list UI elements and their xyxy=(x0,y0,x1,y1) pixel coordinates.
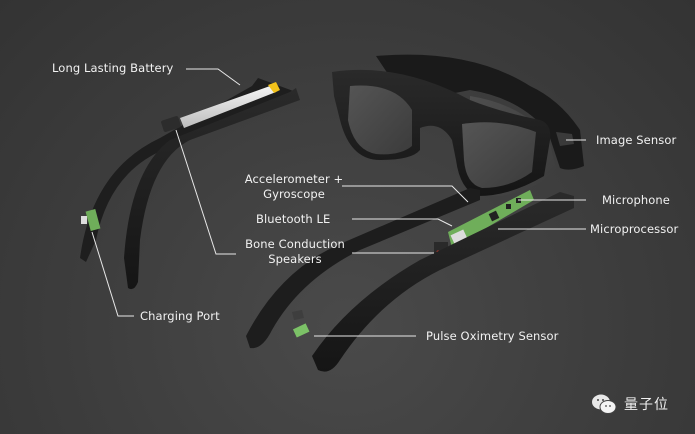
label-bone-line2: Speakers xyxy=(268,252,322,266)
label-accelerometer-line1: Accelerometer + xyxy=(244,172,344,186)
label-accelerometer-line2: Gyroscope xyxy=(263,187,325,201)
battery xyxy=(161,82,280,132)
leader-battery xyxy=(186,68,241,86)
right-temple-outer xyxy=(312,192,574,372)
label-charging-port: Charging Port xyxy=(140,309,220,323)
label-accelerometer: Accelerometer + Gyroscope xyxy=(244,172,344,202)
watermark: 量子位 xyxy=(590,392,669,416)
front-frame xyxy=(332,69,574,196)
left-temple-outer xyxy=(124,88,300,290)
label-bone-conduction: Bone Conduction Speakers xyxy=(240,237,350,267)
label-bluetooth: Bluetooth LE xyxy=(256,212,331,226)
watermark-text: 量子位 xyxy=(624,397,669,413)
label-bone-line1: Bone Conduction xyxy=(245,237,345,251)
label-microphone: Microphone xyxy=(602,193,670,207)
label-microprocessor: Microprocessor xyxy=(590,222,679,236)
label-image-sensor: Image Sensor xyxy=(596,133,677,147)
leader-charging xyxy=(91,231,134,317)
charging-port xyxy=(81,209,101,231)
pulse-oximetry-sensor xyxy=(292,323,310,338)
right-temple-inner xyxy=(246,188,480,349)
leader-lines xyxy=(91,68,586,337)
left-temple-inner xyxy=(80,78,296,262)
leader-bluetooth xyxy=(352,218,453,227)
leader-bone xyxy=(175,129,236,255)
label-battery: Long Lasting Battery xyxy=(52,61,174,75)
leader-accelerometer xyxy=(342,185,469,203)
wechat-icon xyxy=(592,394,617,414)
label-pulse-oximetry: Pulse Oximetry Sensor xyxy=(426,329,559,343)
